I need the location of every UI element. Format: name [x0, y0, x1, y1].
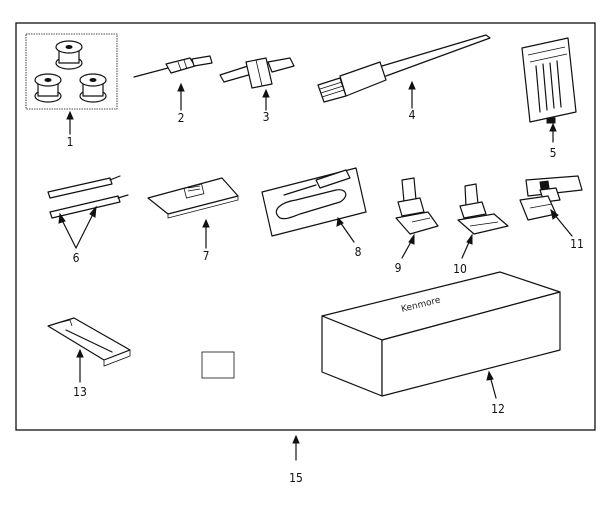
- spool-pins-illustration: [47, 175, 129, 219]
- callout-9: 9: [395, 261, 402, 275]
- callout-6: 6: [73, 251, 80, 265]
- bobbins-illustration: [25, 33, 118, 110]
- callout-8: 8: [355, 245, 362, 259]
- small-screwdriver-illustration: [133, 55, 213, 78]
- darning-plate-illustration: [147, 177, 239, 219]
- callout-3: 3: [263, 110, 270, 124]
- callout-7: 7: [203, 249, 210, 263]
- needle-pack-illustration: [521, 37, 577, 124]
- callout-15: 15: [289, 471, 303, 485]
- callout-2: 2: [178, 111, 185, 125]
- callout-12: 12: [491, 402, 505, 416]
- callout-13: 13: [73, 385, 87, 399]
- instruction-tag: [201, 351, 235, 379]
- seam-ripper-illustration: [261, 167, 367, 237]
- lint-brush-illustration: [317, 34, 491, 103]
- kit-frame: [15, 22, 596, 431]
- accessory-box-illustration: Kenmore: [321, 271, 561, 397]
- callout-11: 11: [570, 237, 584, 251]
- buttonhole-foot-illustration: [47, 317, 131, 367]
- callout-4: 4: [409, 108, 416, 122]
- presser-foot-straight-illustration: [457, 183, 509, 235]
- callout-5: 5: [550, 146, 557, 160]
- leader-arrows: [58, 80, 573, 461]
- presser-foot-zigzag-illustration: [395, 177, 439, 235]
- large-screwdriver-illustration: [219, 57, 295, 89]
- callout-10: 10: [453, 262, 467, 276]
- callout-1: 1: [67, 135, 74, 149]
- zipper-foot-illustration: [519, 175, 583, 221]
